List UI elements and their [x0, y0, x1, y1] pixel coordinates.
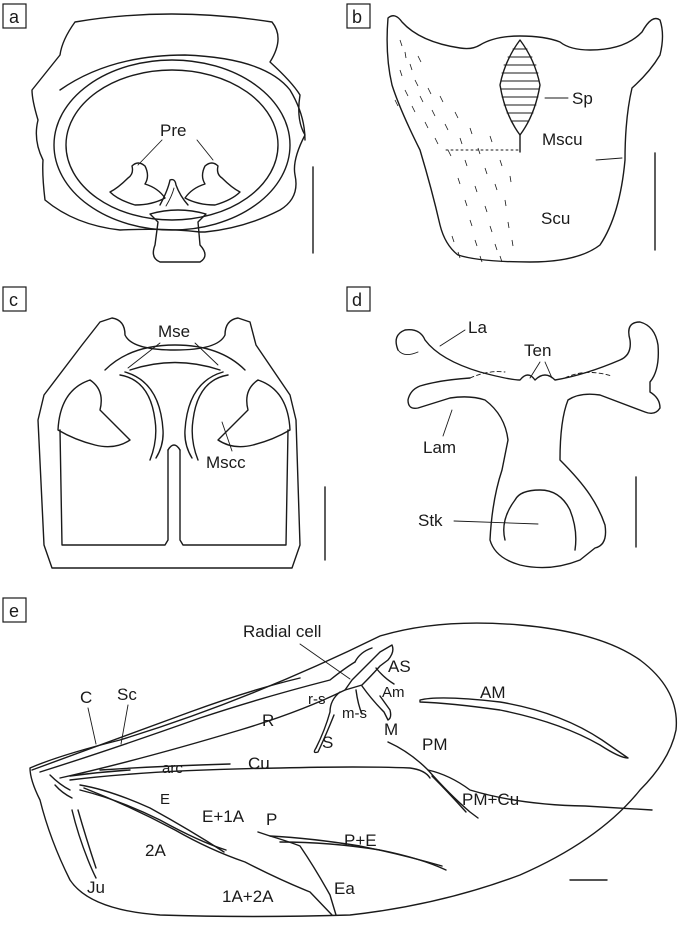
label-as: AS [388, 657, 411, 676]
label-mscu: Mscu [542, 130, 583, 149]
label-pre: Pre [160, 121, 186, 140]
panel-c-letter: c [9, 290, 18, 310]
leader-pre-left [137, 139, 163, 166]
panel-b: b [346, 3, 664, 263]
wing-outline [29, 622, 678, 918]
panel-b-letter: b [352, 7, 362, 27]
furca-outline [395, 321, 661, 569]
label-radial-cell: Radial cell [243, 622, 321, 641]
label-c: C [80, 688, 92, 707]
panel-c-letter-box [2, 286, 27, 312]
label-s: S [322, 733, 333, 752]
label-m: M [384, 720, 398, 739]
leader-ten-right [544, 361, 553, 379]
panel-a-letter-box [2, 3, 27, 29]
panel-c: c Mse Mscc [2, 286, 326, 569]
label-pm: PM [422, 735, 448, 754]
label-2a: 2A [145, 841, 166, 860]
leader-mscc [221, 421, 233, 452]
label-m-s: m-s [342, 705, 367, 722]
label-1a-2a: 1A+2A [222, 887, 274, 906]
mesosternum-outline [37, 317, 301, 569]
setae-area [394, 39, 514, 263]
leader-la [439, 329, 466, 347]
label-am-small: Am [382, 684, 405, 701]
mesoscutum-outline [386, 15, 664, 263]
label-r-s: r-s [308, 691, 326, 708]
panel-e-letter: e [9, 601, 19, 621]
label-arc: arc [162, 760, 183, 777]
label-sc: Sc [117, 685, 137, 704]
label-ten: Ten [524, 341, 551, 360]
label-stk: Stk [418, 511, 443, 530]
panel-d: d La Ten Lam Stk [346, 286, 661, 569]
leader-ten-left [529, 361, 541, 379]
label-am: AM [480, 683, 506, 702]
leader-lam [442, 409, 453, 437]
label-la: La [468, 318, 487, 337]
panel-e: e [2, 597, 678, 918]
label-mse: Mse [158, 322, 190, 341]
leader-stk [453, 520, 539, 525]
label-sp: Sp [572, 89, 593, 108]
panel-e-letter-box [2, 597, 27, 623]
leader-pre-right [196, 139, 214, 161]
spine-ridge [499, 39, 541, 153]
leader-mscu [595, 157, 623, 161]
leader-c [87, 707, 97, 745]
label-e-1a: E+1A [202, 807, 245, 826]
label-p-e: P+E [344, 831, 377, 850]
label-p: P [266, 810, 277, 829]
panel-a: a Pre [2, 3, 314, 263]
label-cu: Cu [248, 754, 270, 773]
label-pm-cu: PM+Cu [462, 790, 519, 809]
panel-b-letter-box [346, 3, 371, 29]
panel-d-letter: d [352, 290, 362, 310]
pronotum-outline [31, 13, 306, 263]
label-mscc: Mscc [206, 453, 246, 472]
leader-sc [120, 704, 129, 745]
label-r: R [262, 711, 274, 730]
panel-a-letter: a [9, 7, 20, 27]
leader-mse-left [127, 342, 161, 369]
label-ea: Ea [334, 879, 355, 898]
wing-veins [31, 644, 653, 916]
leader-mse-right [194, 342, 219, 366]
panel-d-letter-box [346, 286, 371, 312]
label-ju: Ju [87, 878, 105, 897]
label-e: E [160, 791, 170, 808]
label-lam: Lam [423, 438, 456, 457]
leader-radial-cell [299, 643, 351, 680]
label-scu: Scu [541, 209, 570, 228]
